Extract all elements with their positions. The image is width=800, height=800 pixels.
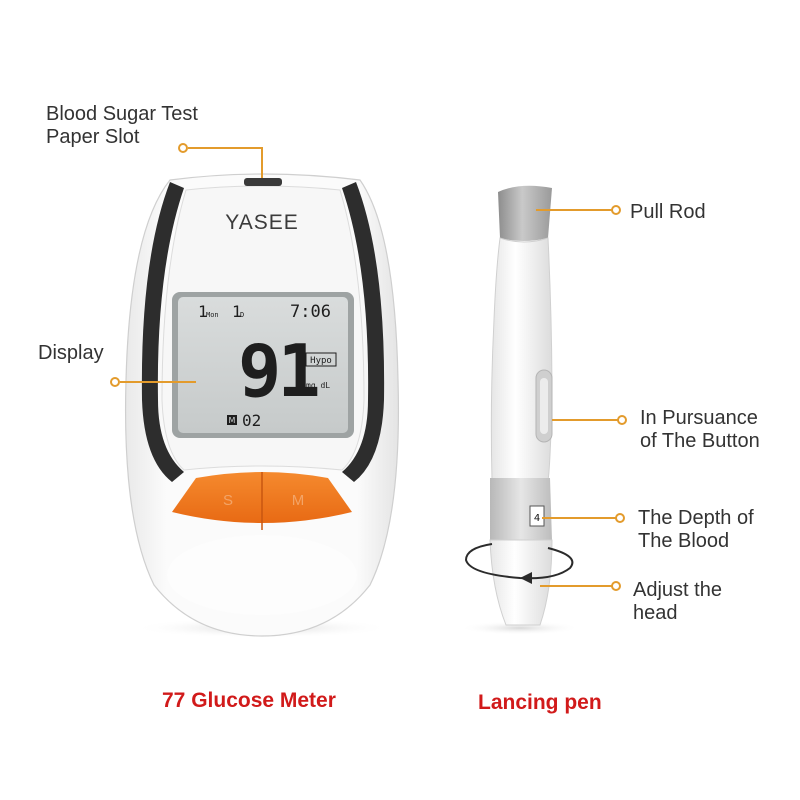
lcd-memory-badge: M [229, 416, 236, 425]
callout-button: In Pursuance of The Button [640, 407, 760, 452]
glucose-meter [124, 173, 400, 638]
pen-head [489, 539, 553, 626]
lcd-month: 1 [198, 302, 208, 321]
pen-barrel [490, 237, 553, 481]
meter-button-s: S [223, 492, 233, 509]
pull-rod [498, 185, 552, 241]
callout-adjust-head: Adjust the head [633, 579, 722, 624]
test-strip-slot [244, 178, 282, 186]
lcd-month-unit: Mon [206, 311, 219, 319]
lcd-memory-number: 02 [242, 411, 261, 430]
lcd-status: Hypo [310, 356, 332, 366]
caption-pen: Lancing pen [478, 691, 602, 714]
brand-logo: YASEE [225, 211, 298, 234]
lcd-unit: mg dL [306, 381, 330, 390]
lancing-pen: 4 [460, 185, 580, 635]
callout-depth: The Depth of The Blood [638, 507, 754, 552]
callout-display: Display [38, 342, 104, 364]
svg-text:4: 4 [534, 513, 540, 524]
lcd-time: 7:06 [290, 302, 331, 322]
lcd-reading: 91 [238, 329, 317, 413]
caption-meter: 77 Glucose Meter [162, 689, 336, 712]
meter-button-m: M [292, 492, 305, 509]
callout-pull-rod: Pull Rod [630, 201, 706, 223]
callout-lines [110, 143, 627, 591]
lcd-screen [178, 297, 348, 433]
lcd-day: 1 [232, 302, 242, 321]
callout-test-slot: Blood Sugar Test Paper Slot [46, 103, 198, 148]
lcd-content: 1 Mon 1 D 7:06 91 Hypo mg dL M 02 [198, 302, 337, 430]
meter-right-rail [342, 182, 385, 482]
meter-left-rail [141, 182, 184, 482]
lcd-day-unit: D [240, 311, 244, 319]
